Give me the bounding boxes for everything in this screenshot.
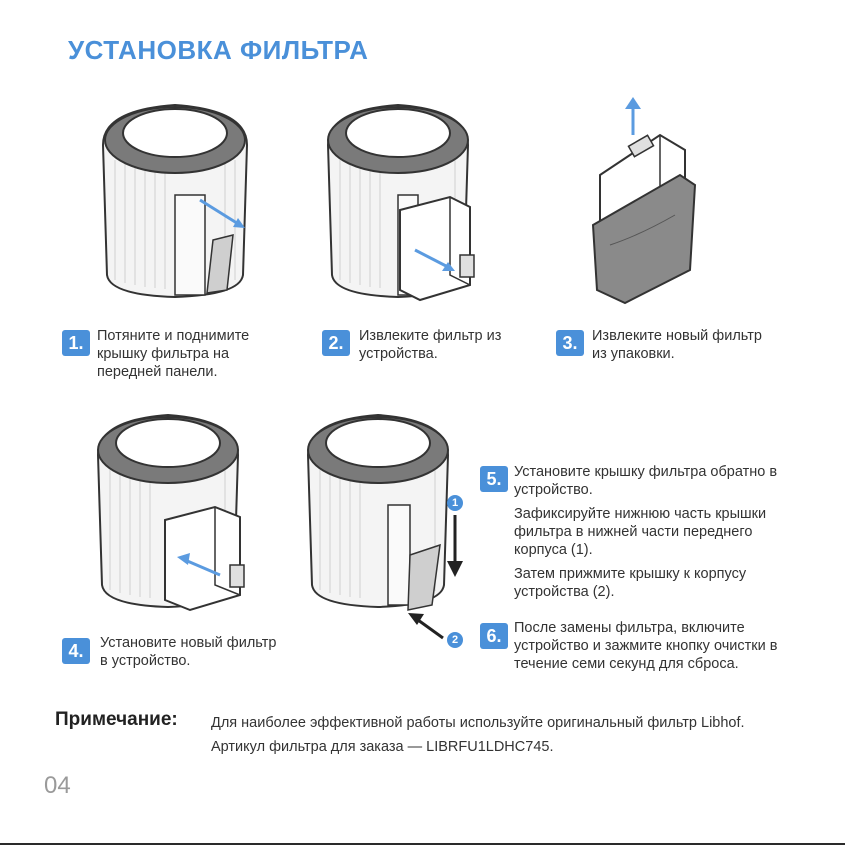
step-3-text: Извлеките новый фильтр из упаковки.	[592, 328, 762, 362]
step-3-badge: 3.	[556, 330, 584, 356]
step-5-line-3: Затем прижмите крышку к корпусу устройст…	[514, 566, 747, 600]
step-1-badge: 1.	[62, 330, 90, 356]
step-4-text: Установите новый фильтр в устройство.	[100, 635, 277, 669]
step-1-text: Потяните и поднимите крышку фильтра на п…	[97, 328, 250, 380]
step-5-text: Установите крышку фильтра обратно в устр…	[514, 463, 789, 607]
page-number: 04	[44, 772, 71, 799]
step-2-badge: 2.	[322, 330, 350, 356]
note-text: Для наиболее эффективной работы использу…	[211, 715, 745, 755]
purifier-cover-open-illustration	[101, 103, 249, 299]
filter-insert-illustration	[96, 413, 245, 612]
marker-2: 2	[451, 634, 459, 646]
filter-unpacking-illustration	[591, 97, 697, 305]
step-5-line-1: Установите крышку фильтра обратно в устр…	[514, 464, 778, 498]
page-title: УСТАНОВКА ФИЛЬТРА	[68, 35, 369, 65]
note-label: Примечание:	[55, 709, 178, 730]
cover-reinstall-illustration	[306, 413, 463, 648]
step-5-badge: 5.	[480, 466, 508, 492]
step-4-badge: 4.	[62, 638, 90, 664]
marker-1: 1	[451, 497, 459, 509]
step-6-badge: 6.	[480, 623, 508, 649]
bottom-divider	[0, 843, 845, 845]
step-2-text: Извлеките фильтр из устройства.	[359, 328, 502, 362]
filter-removal-illustration	[326, 103, 475, 302]
step-6-text: После замены фильтра, включите устройств…	[514, 620, 778, 672]
step-5-line-2: Зафиксируйте нижнюю часть крышки фильтра…	[514, 506, 767, 558]
